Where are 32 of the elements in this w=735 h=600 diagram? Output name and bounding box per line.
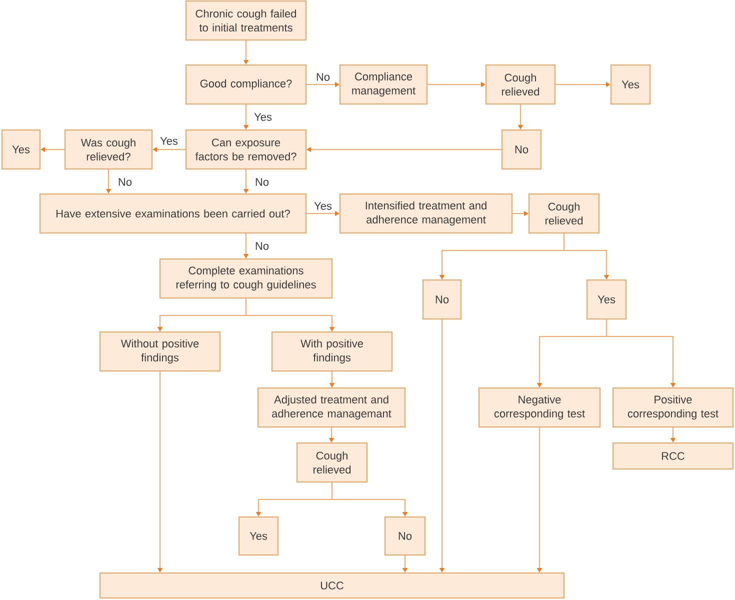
decision-box: Cough relieved [528, 194, 600, 234]
result-box: Positive corresponding test [612, 388, 734, 428]
edge-label: Yes [254, 112, 272, 122]
outcome-box: Yes [586, 280, 626, 320]
result-box: Without positive findings [100, 332, 220, 372]
edge-label: No [254, 242, 270, 250]
outcome-box: No [502, 130, 542, 170]
decision-box: Cough relieved [296, 442, 368, 482]
process-box: Adjusted treatment and adherence managemant [258, 388, 406, 428]
decision-box: Was cough relieved? [64, 130, 152, 170]
result-box: Negative corresponding test [478, 388, 600, 428]
result-box: With positive findings [272, 332, 392, 372]
diagnosis-box: RCC [612, 442, 734, 470]
decision-box: Have extensive examinations been carried out? [40, 194, 306, 234]
process-box: Chronic cough failed to initial treatments [186, 0, 306, 40]
process-box: Complete examinations referring to cough guidelines [160, 258, 332, 298]
process-box: Compliance management [340, 64, 428, 104]
edge-label: No [117, 178, 133, 186]
edge-label: No [315, 72, 331, 82]
outcome-box: Yes [238, 516, 278, 556]
outcome-box: Yes [2, 130, 40, 170]
outcome-box: Yes [610, 64, 650, 104]
edge-label: Yes [160, 136, 178, 146]
edge-label: No [254, 178, 270, 186]
process-box: Intensified treatment and adherence management [340, 194, 512, 234]
outcome-box: No [384, 516, 426, 556]
edge-label: Yes [314, 202, 332, 210]
decision-box: Can exposure factors be removed? [186, 130, 306, 170]
decision-box: Cough relieved [486, 64, 556, 104]
decision-box: Good compliance? [186, 64, 306, 104]
outcome-box: No [422, 280, 462, 320]
diagnosis-box: UCC [100, 572, 564, 598]
